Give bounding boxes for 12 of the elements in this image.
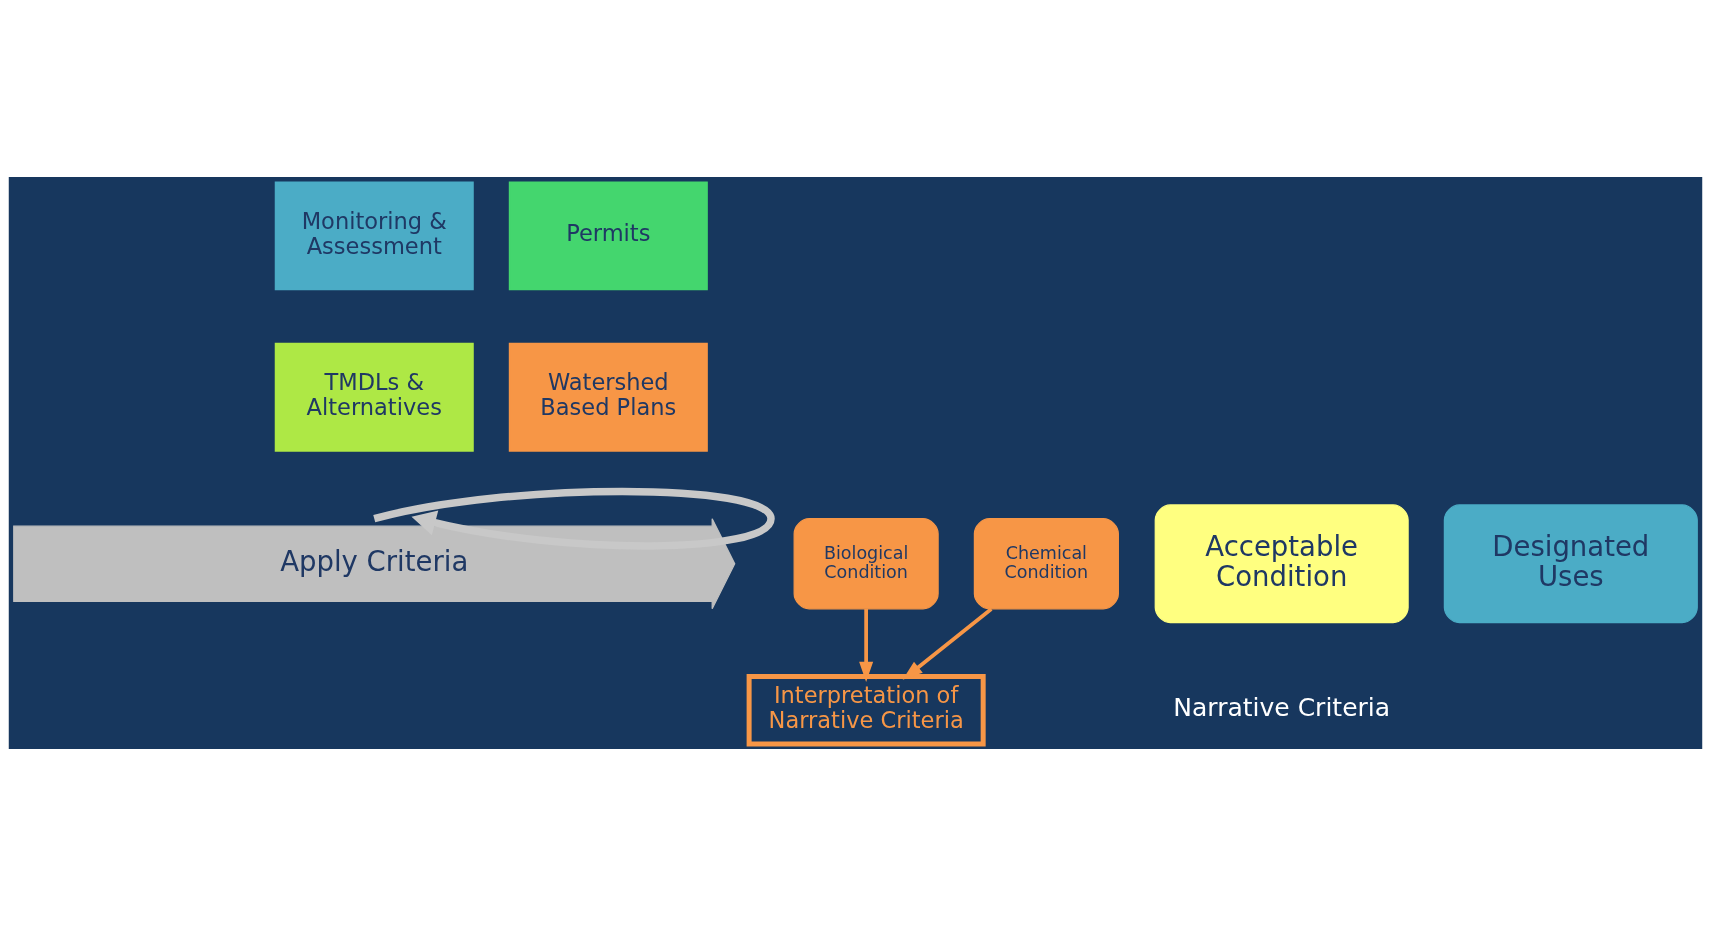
- node-box: Monitoring & Assessment: [274, 181, 474, 291]
- node-box: Watershed Based Plans: [508, 342, 708, 452]
- node-box: TMDLs & Alternatives: [274, 342, 474, 452]
- node-box: Biological Condition: [793, 518, 939, 610]
- arrow: [902, 607, 993, 680]
- arrow: [859, 609, 874, 682]
- node-box: Chemical Condition: [973, 518, 1119, 610]
- node-label: Narrative Criteria: [1173, 693, 1391, 723]
- node-box: Interpretation of Narrative Criteria: [746, 673, 986, 747]
- node-box: Acceptable Condition: [1154, 504, 1409, 624]
- node-box: Designated Uses: [1443, 504, 1698, 624]
- node-box: Permits: [508, 181, 708, 291]
